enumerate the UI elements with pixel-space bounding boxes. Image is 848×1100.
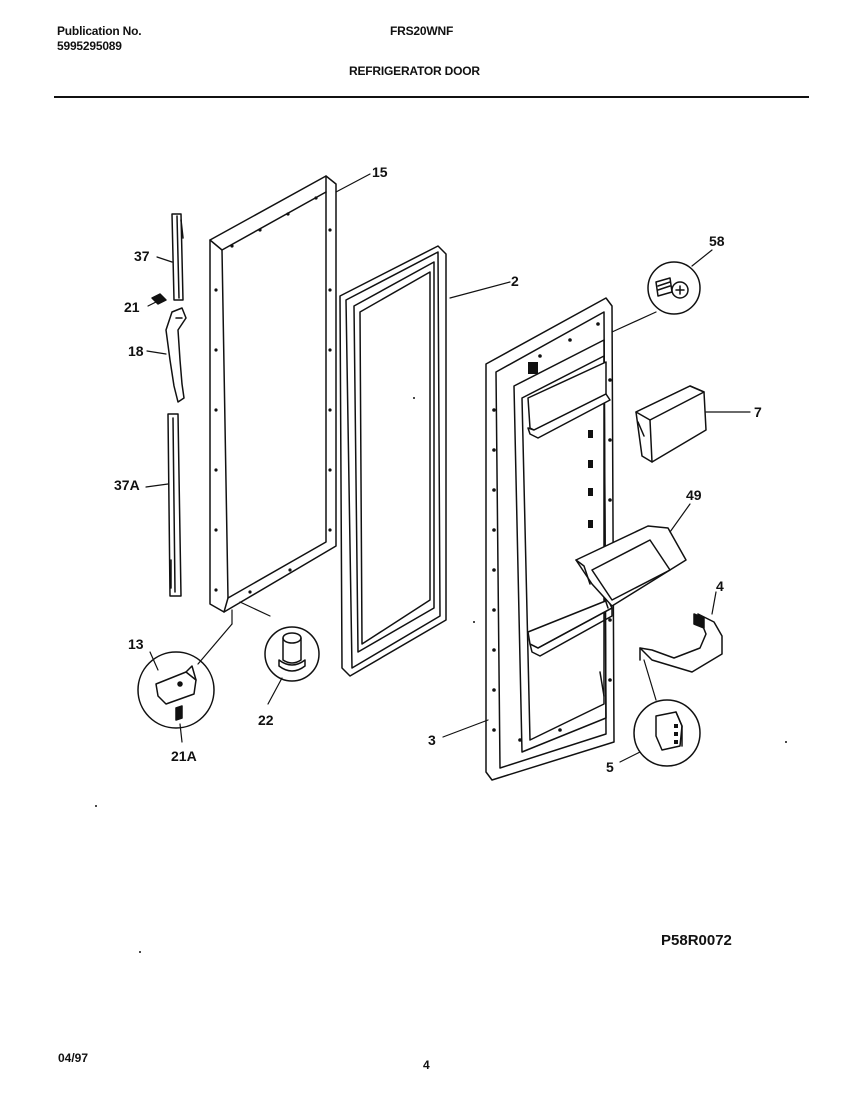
callout-15: 15 (372, 164, 388, 180)
part-5-clip-detail (633, 699, 701, 767)
publication-label: Publication No. (57, 24, 142, 38)
publication-date: 04/97 (58, 1051, 89, 1065)
model-number: FRS20WNF (390, 24, 454, 38)
callout-21a: 21A (171, 748, 197, 764)
part-22-cap-detail (264, 626, 320, 682)
callout-21: 21 (124, 299, 140, 315)
diagram-code: P58R0072 (661, 932, 732, 949)
part-37-trim-strip (171, 213, 184, 301)
part-37a-trim-strip (167, 413, 182, 597)
callout-2: 2 (511, 273, 519, 289)
callout-58: 58 (709, 233, 725, 249)
part-18-hinge-bracket (165, 307, 187, 403)
callout-3: 3 (428, 732, 436, 748)
callout-37: 37 (134, 248, 150, 264)
part-3-door-liner (485, 297, 615, 781)
callout-labels: 15 2 58 37 21 18 37A 7 49 4 13 22 21A 3 … (114, 164, 762, 775)
callout-5: 5 (606, 759, 614, 775)
section-title: REFRIGERATOR DOOR (349, 64, 480, 78)
part-2-door-gasket (339, 245, 447, 677)
part-7-dairy-door (635, 385, 707, 463)
callout-22: 22 (258, 712, 274, 728)
callout-18: 18 (128, 343, 144, 359)
page-number: 4 (423, 1058, 430, 1072)
callout-7: 7 (754, 404, 762, 420)
header-rule (54, 96, 809, 98)
part-58-screw-detail (647, 261, 701, 315)
publication-number: 5995295089 (57, 39, 122, 53)
part-15-door-frame (209, 175, 337, 613)
print-specks (95, 397, 787, 953)
part-13-hinge-detail (137, 651, 215, 729)
callout-4: 4 (716, 578, 724, 594)
callout-49: 49 (686, 487, 702, 503)
part-4-bin-retainer (639, 613, 723, 673)
part-49-door-bin (575, 525, 687, 609)
callout-13: 13 (128, 636, 144, 652)
leader-lines (145, 173, 751, 763)
callout-37a: 37A (114, 477, 140, 493)
